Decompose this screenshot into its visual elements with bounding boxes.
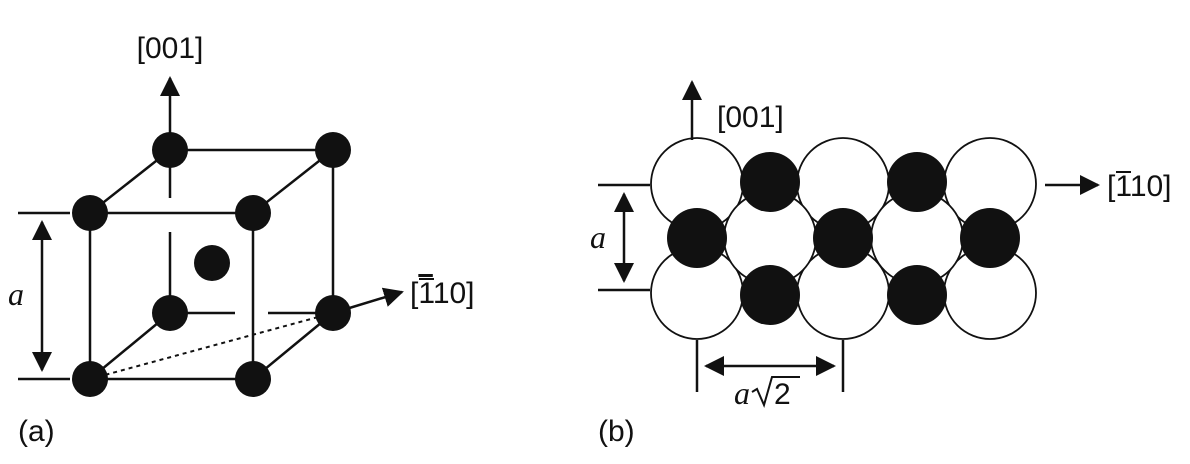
axis-110-label-b: [110]: [1107, 170, 1172, 203]
atom-center: [194, 245, 230, 281]
overbar-digit: 1: [418, 277, 434, 310]
atom-dark: [887, 265, 947, 325]
panel-b-lines: [598, 80, 1100, 408]
overbar-digit: 1: [1115, 170, 1131, 203]
atom: [235, 195, 271, 231]
axis-110-label-a: [110]: [410, 277, 475, 310]
dim-label-b-horizontal-a: a: [734, 375, 750, 411]
atom-dark: [887, 152, 947, 212]
sqrt-sign: [751, 376, 800, 408]
atom: [152, 132, 188, 168]
atom-dark: [740, 265, 800, 325]
axis-001-label-a: [001]: [137, 32, 204, 65]
atom-dark: [960, 208, 1020, 268]
panel-b-light-atoms: [650, 137, 1037, 340]
dim-label-b-vertical: a: [590, 219, 606, 255]
atom: [315, 132, 351, 168]
diagonal-dotted: [89, 312, 334, 380]
panel-a-tag: (a): [18, 415, 55, 448]
panel-a-atoms: [72, 132, 351, 397]
dim-label-a: a: [8, 276, 24, 312]
atom-dark: [667, 208, 727, 268]
atom: [72, 361, 108, 397]
atom: [315, 295, 351, 331]
panel-b-dark-atoms: [667, 152, 1020, 325]
atom: [235, 361, 271, 397]
atom-dark: [740, 152, 800, 212]
dim-label-b-horizontal-root: 2: [774, 378, 791, 411]
panel-a: [18, 76, 404, 381]
panel-b-tag: (b): [598, 415, 635, 448]
atom: [72, 195, 108, 231]
atom: [152, 295, 188, 331]
atom-dark: [813, 208, 873, 268]
axis-001-label-b: [001]: [717, 101, 784, 134]
